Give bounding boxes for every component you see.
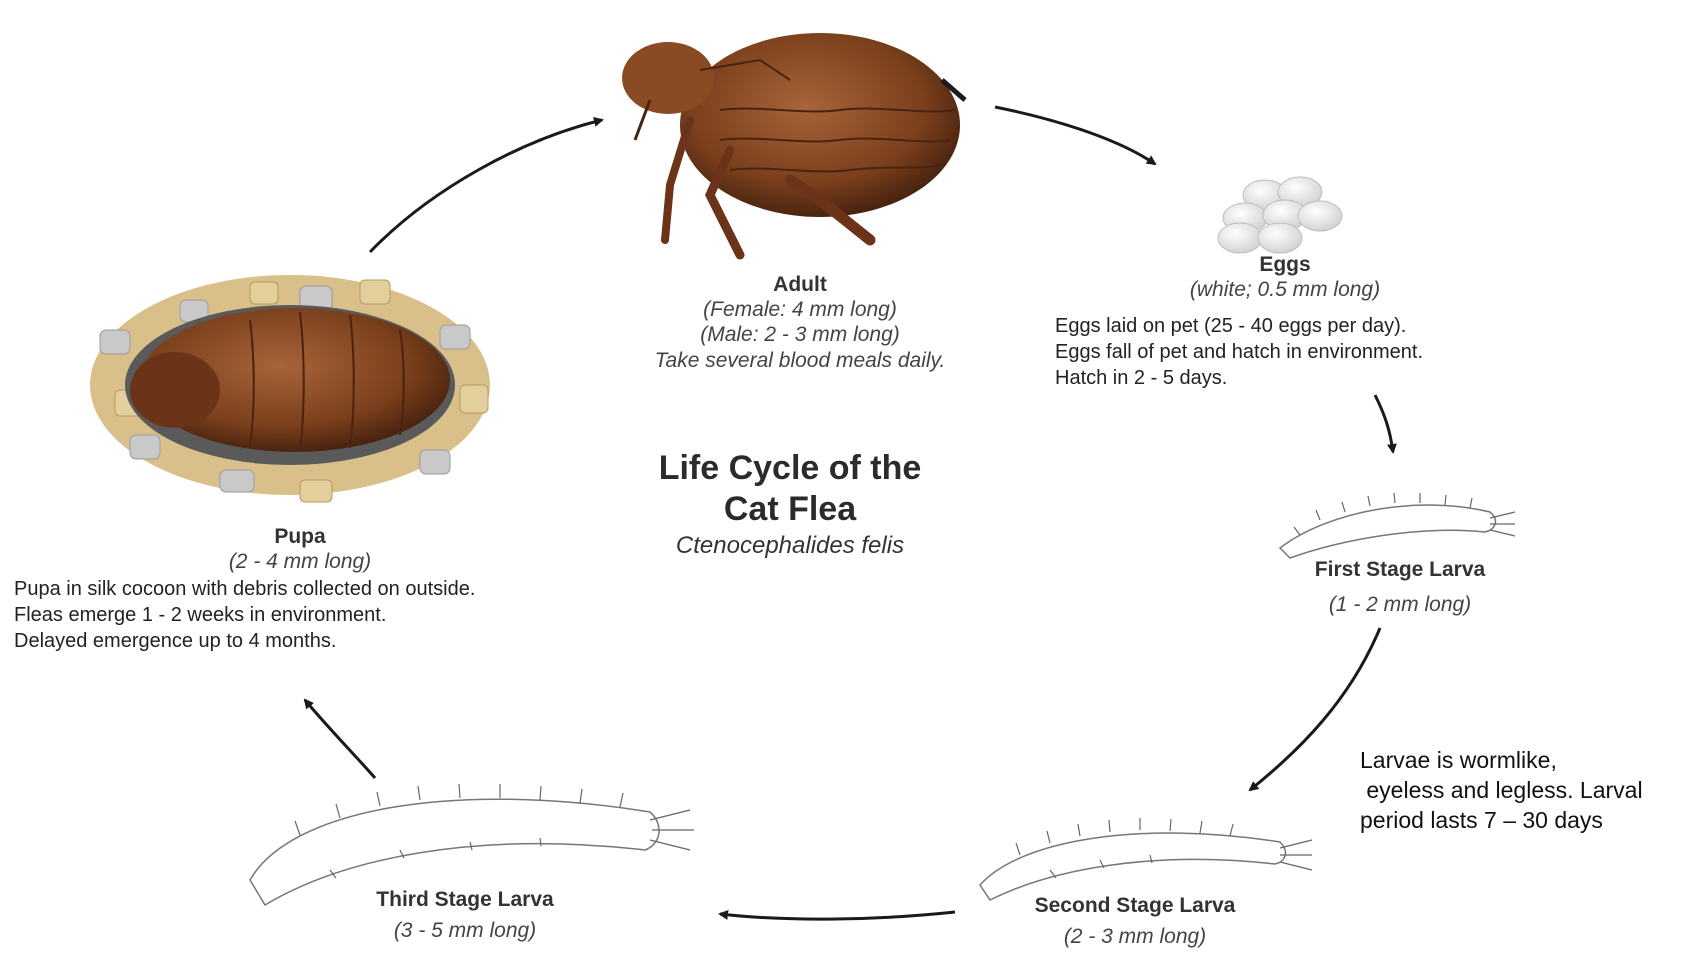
- third-larva-name: Third Stage Larva: [335, 887, 595, 912]
- first-larva-size: (1 - 2 mm long): [1270, 592, 1530, 617]
- eggs-size: (white; 0.5 mm long): [1150, 277, 1420, 302]
- first-larva-name: First Stage Larva: [1270, 557, 1530, 582]
- pupa-detail-2: Fleas emerge 1 - 2 weeks in environment.: [14, 602, 614, 628]
- first-larva-label-block: First Stage Larva (1 - 2 mm long): [1270, 557, 1530, 617]
- diagram-title: Life Cycle of the Cat Flea: [640, 448, 940, 530]
- arrow-eggs-to-first-larva: [1375, 395, 1393, 452]
- pupa-details: Pupa in silk cocoon with debris collecte…: [14, 576, 614, 654]
- title-line-1: Life Cycle of the: [640, 448, 940, 489]
- eggs-detail-1: Eggs laid on pet (25 - 40 eggs per day).: [1055, 313, 1535, 339]
- second-larva-size: (2 - 3 mm long): [995, 924, 1275, 949]
- eggs-detail-3: Hatch in 2 - 5 days.: [1055, 365, 1535, 391]
- larvae-note: Larvae is wormlike, eyeless and legless.…: [1360, 746, 1690, 836]
- eggs-illustration: [1218, 177, 1342, 253]
- adult-detail-1: (Female: 4 mm long): [620, 297, 980, 322]
- third-larva-label-block: Third Stage Larva (3 - 5 mm long): [335, 887, 595, 943]
- eggs-details: Eggs laid on pet (25 - 40 eggs per day).…: [1055, 313, 1535, 391]
- third-larva-size: (3 - 5 mm long): [335, 918, 595, 943]
- adult-name: Adult: [620, 272, 980, 297]
- second-stage-larva-illustration: [980, 818, 1312, 900]
- second-larva-name: Second Stage Larva: [995, 893, 1275, 918]
- adult-flea-illustration: [622, 33, 965, 255]
- pupa-illustration: [90, 275, 490, 502]
- pupa-size: (2 - 4 mm long): [170, 549, 430, 574]
- larvae-note-line-3: period lasts 7 – 30 days: [1360, 806, 1690, 836]
- larvae-note-line-1: Larvae is wormlike,: [1360, 746, 1690, 776]
- eggs-name: Eggs: [1150, 252, 1420, 277]
- pupa-detail-3: Delayed emergence up to 4 months.: [14, 628, 614, 654]
- adult-detail-3: Take several blood meals daily.: [620, 348, 980, 373]
- adult-label-block: Adult (Female: 4 mm long) (Male: 2 - 3 m…: [620, 272, 980, 373]
- second-larva-label-block: Second Stage Larva (2 - 3 mm long): [995, 893, 1275, 949]
- eggs-detail-2: Eggs fall of pet and hatch in environmen…: [1055, 339, 1535, 365]
- adult-detail-2: (Male: 2 - 3 mm long): [620, 322, 980, 347]
- larvae-note-line-2: eyeless and legless. Larval: [1360, 776, 1690, 806]
- pupa-title-block: Pupa (2 - 4 mm long): [170, 524, 430, 574]
- eggs-title-block: Eggs (white; 0.5 mm long): [1150, 252, 1420, 302]
- diagram-subtitle: Ctenocephalides felis: [600, 532, 980, 560]
- title-line-2: Cat Flea: [640, 489, 940, 530]
- pupa-detail-1: Pupa in silk cocoon with debris collecte…: [14, 576, 614, 602]
- arrow-adult-to-eggs: [995, 107, 1155, 164]
- arrow-pupa-to-adult: [370, 120, 602, 252]
- pupa-name: Pupa: [170, 524, 430, 549]
- arrow-third-larva-to-pupa: [305, 700, 375, 778]
- arrow-second-to-third-larva: [720, 912, 955, 919]
- first-stage-larva-illustration: [1280, 493, 1515, 558]
